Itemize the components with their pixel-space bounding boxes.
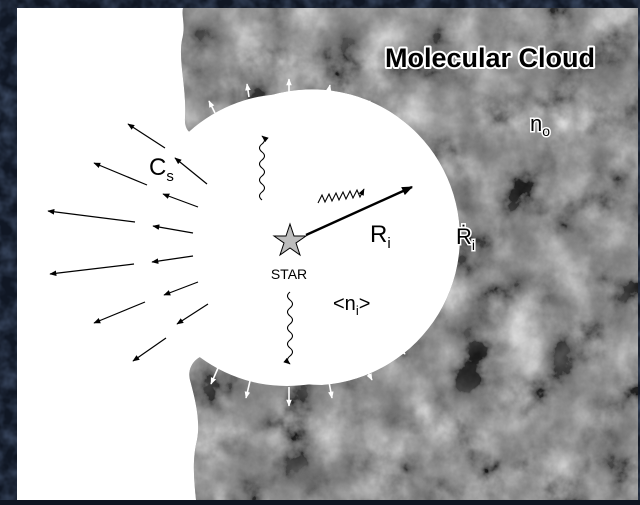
star-label: STAR: [271, 266, 307, 282]
cloud-label: Molecular Cloud: [385, 43, 595, 73]
ionized-density-label: <ni>: [333, 293, 370, 318]
